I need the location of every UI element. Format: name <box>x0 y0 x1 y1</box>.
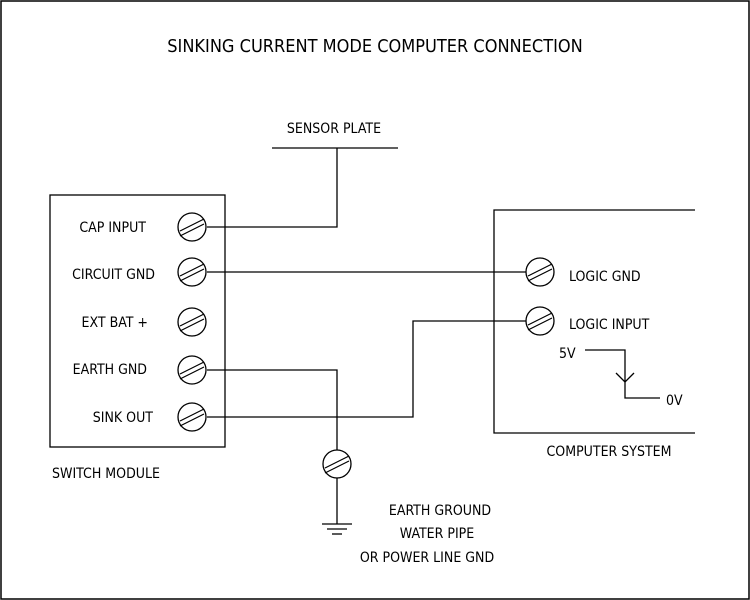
terminal-label-cap-input: CAP INPUT <box>79 220 146 236</box>
terminal-label-earth-gnd: EARTH GND <box>73 362 147 378</box>
terminal-screw-sink-out <box>177 402 207 432</box>
falling-edge-arrow-icon <box>615 372 635 383</box>
wire-earth-gnd <box>207 369 338 450</box>
terminal-label-logic-gnd: LOGIC GND <box>569 269 641 285</box>
wire-cap-input <box>207 148 338 228</box>
sensor-plate-label: SENSOR PLATE <box>287 121 381 137</box>
earth-ground-label-line-3: OR POWER LINE GND <box>360 550 494 566</box>
terminal-screw-earth-ground <box>322 449 352 479</box>
level-low-label: 0V <box>666 393 683 409</box>
wire-sink-out <box>207 320 526 418</box>
terminal-screw-logic-gnd <box>525 257 555 287</box>
terminal-screw-logic-input <box>525 306 555 336</box>
terminal-label-sink-out: SINK OUT <box>93 410 154 426</box>
terminal-screw-cap-input <box>177 212 207 242</box>
logic-waveform <box>585 349 660 399</box>
terminal-screw-ext-bat <box>177 307 207 337</box>
terminal-screw-circuit-gnd <box>177 257 207 287</box>
earth-ground-label-line-2: WATER PIPE <box>400 526 475 542</box>
terminal-screw-earth-gnd <box>177 355 207 385</box>
terminal-label-circuit-gnd: CIRCUIT GND <box>72 267 155 283</box>
terminal-label-ext-bat: EXT BAT + <box>82 315 148 331</box>
diagram-title: SINKING CURRENT MODE COMPUTER CONNECTION <box>167 36 582 57</box>
switch-module-label: SWITCH MODULE <box>52 466 160 482</box>
level-high-label: 5V <box>559 346 576 362</box>
earth-ground-label-line-1: EARTH GROUND <box>389 503 491 519</box>
computer-system-box <box>493 209 695 434</box>
switch-module-box <box>49 194 226 448</box>
terminal-label-logic-input: LOGIC INPUT <box>569 317 650 333</box>
computer-system-label: COMPUTER SYSTEM <box>547 444 672 460</box>
earth-ground-symbol <box>322 523 352 535</box>
